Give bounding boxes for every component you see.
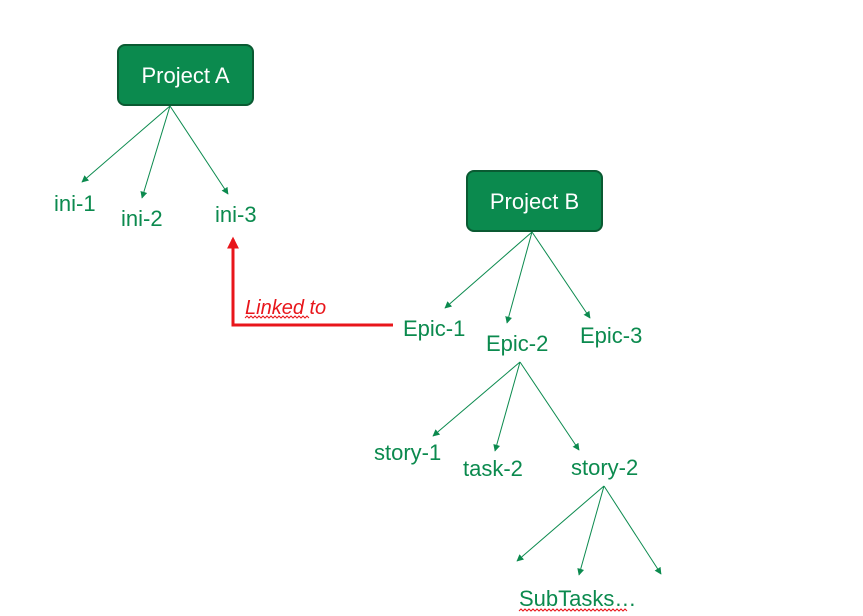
edges-project-b	[444, 231, 591, 324]
edge-project-b-epic-3	[531, 231, 591, 319]
edges-project-a	[81, 105, 229, 199]
edge-project-a-ini-1	[81, 105, 171, 183]
edges-story-2	[516, 485, 662, 576]
link-connector: Linked to	[227, 236, 393, 327]
ini-3-node[interactable]: ini-3	[215, 202, 257, 227]
epic-2-node[interactable]: Epic-2	[486, 331, 548, 356]
edge-project-b-epic-2	[505, 231, 533, 324]
project-a-node[interactable]: Project A	[117, 44, 254, 106]
project-b-label: Project B	[490, 189, 579, 214]
story-1-node[interactable]: story-1	[374, 440, 441, 465]
edge-story-2-subtask-right	[603, 485, 662, 575]
project-a-box	[117, 44, 254, 106]
epic-3-node[interactable]: Epic-3	[580, 323, 642, 348]
project-b-box	[466, 170, 603, 232]
edges-epic-2	[432, 361, 580, 452]
link-label-word: Linked	[245, 297, 305, 319]
edge-epic-2-task-2	[493, 361, 521, 452]
link-label-rest: to	[304, 297, 326, 319]
subtasks-spellcheck-underline	[518, 608, 628, 612]
epic-1-node[interactable]: Epic-1	[403, 316, 465, 341]
edge-project-b-epic-1	[444, 231, 533, 309]
edge-story-2-subtask-left	[516, 485, 605, 562]
subtasks-node[interactable]: SubTasks…	[519, 586, 636, 611]
project-a-label: Project A	[141, 63, 229, 88]
link-label: Linked to	[245, 297, 326, 319]
edge-project-a-ini-2	[140, 105, 171, 199]
link-arrow	[227, 236, 393, 327]
project-b-node[interactable]: Project B	[466, 170, 603, 232]
ini-1-node[interactable]: ini-1	[54, 191, 96, 216]
ini-2-node[interactable]: ini-2	[121, 206, 163, 231]
edge-epic-2-story-2	[519, 361, 580, 451]
story-2-node[interactable]: story-2	[571, 455, 638, 480]
edge-project-a-ini-3	[169, 105, 229, 195]
edge-epic-2-story-1	[432, 361, 521, 437]
link-spellcheck-underline	[244, 315, 310, 319]
edge-story-2-subtask-middle	[577, 485, 605, 576]
task-2-node[interactable]: task-2	[463, 456, 523, 481]
